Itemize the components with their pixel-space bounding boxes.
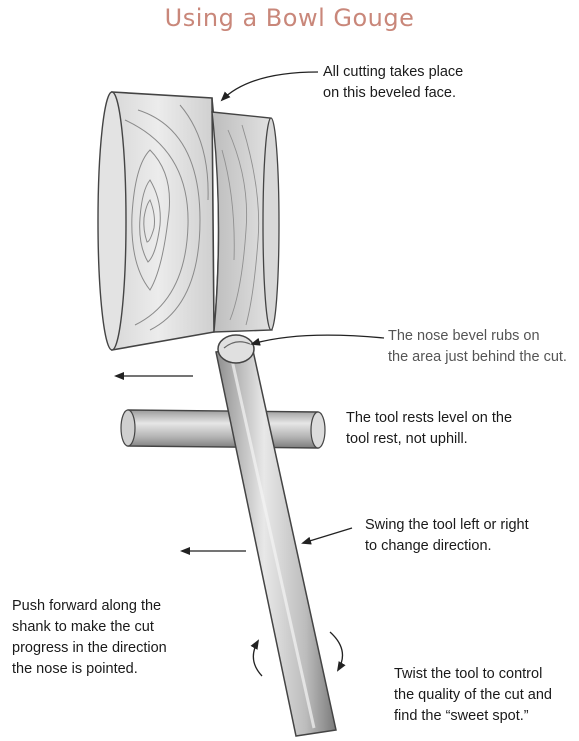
callout-twist: Twist the tool to control the quality of… bbox=[394, 664, 552, 727]
callout-text: find the “sweet spot.” bbox=[394, 708, 529, 724]
callout-text: All cutting takes place bbox=[323, 64, 464, 80]
callout-text: The nose bevel rubs on bbox=[388, 328, 540, 344]
tool-rest bbox=[120, 409, 326, 449]
callout-swing: Swing the tool left or right to change d… bbox=[365, 515, 529, 557]
gouge-shank bbox=[215, 334, 337, 737]
callout-text: The tool rests level on the bbox=[346, 410, 513, 426]
diagram-title: Using a Bowl Gouge bbox=[164, 4, 415, 32]
callout-text: the area just behind the cut. bbox=[388, 349, 567, 365]
wood-blank bbox=[97, 91, 220, 351]
callout-text: to change direction. bbox=[365, 538, 492, 554]
callout-text: progress in the direction bbox=[12, 640, 167, 656]
direction-arrows bbox=[114, 372, 346, 677]
callout-tool-rest: The tool rests level on the tool rest, n… bbox=[346, 408, 512, 450]
callout-text: Twist the tool to control bbox=[394, 666, 543, 682]
callout-text: shank to make the cut bbox=[12, 619, 154, 635]
callout-text: tool rest, not uphill. bbox=[346, 431, 468, 447]
callout-text: Swing the tool left or right bbox=[365, 517, 529, 533]
callout-text: Push forward along the bbox=[12, 598, 162, 614]
callout-nose-bevel: The nose bevel rubs on the area just beh… bbox=[388, 326, 567, 368]
callout-beveled-face: All cutting takes place on this beveled … bbox=[323, 62, 463, 104]
turned-section bbox=[211, 111, 280, 333]
callout-text: the quality of the cut and bbox=[394, 687, 552, 703]
leader-lines bbox=[220, 71, 385, 545]
callout-push-forward: Push forward along the shank to make the… bbox=[12, 596, 167, 680]
callout-text: on this beveled face. bbox=[323, 85, 457, 101]
callout-text: the nose is pointed. bbox=[12, 661, 138, 677]
